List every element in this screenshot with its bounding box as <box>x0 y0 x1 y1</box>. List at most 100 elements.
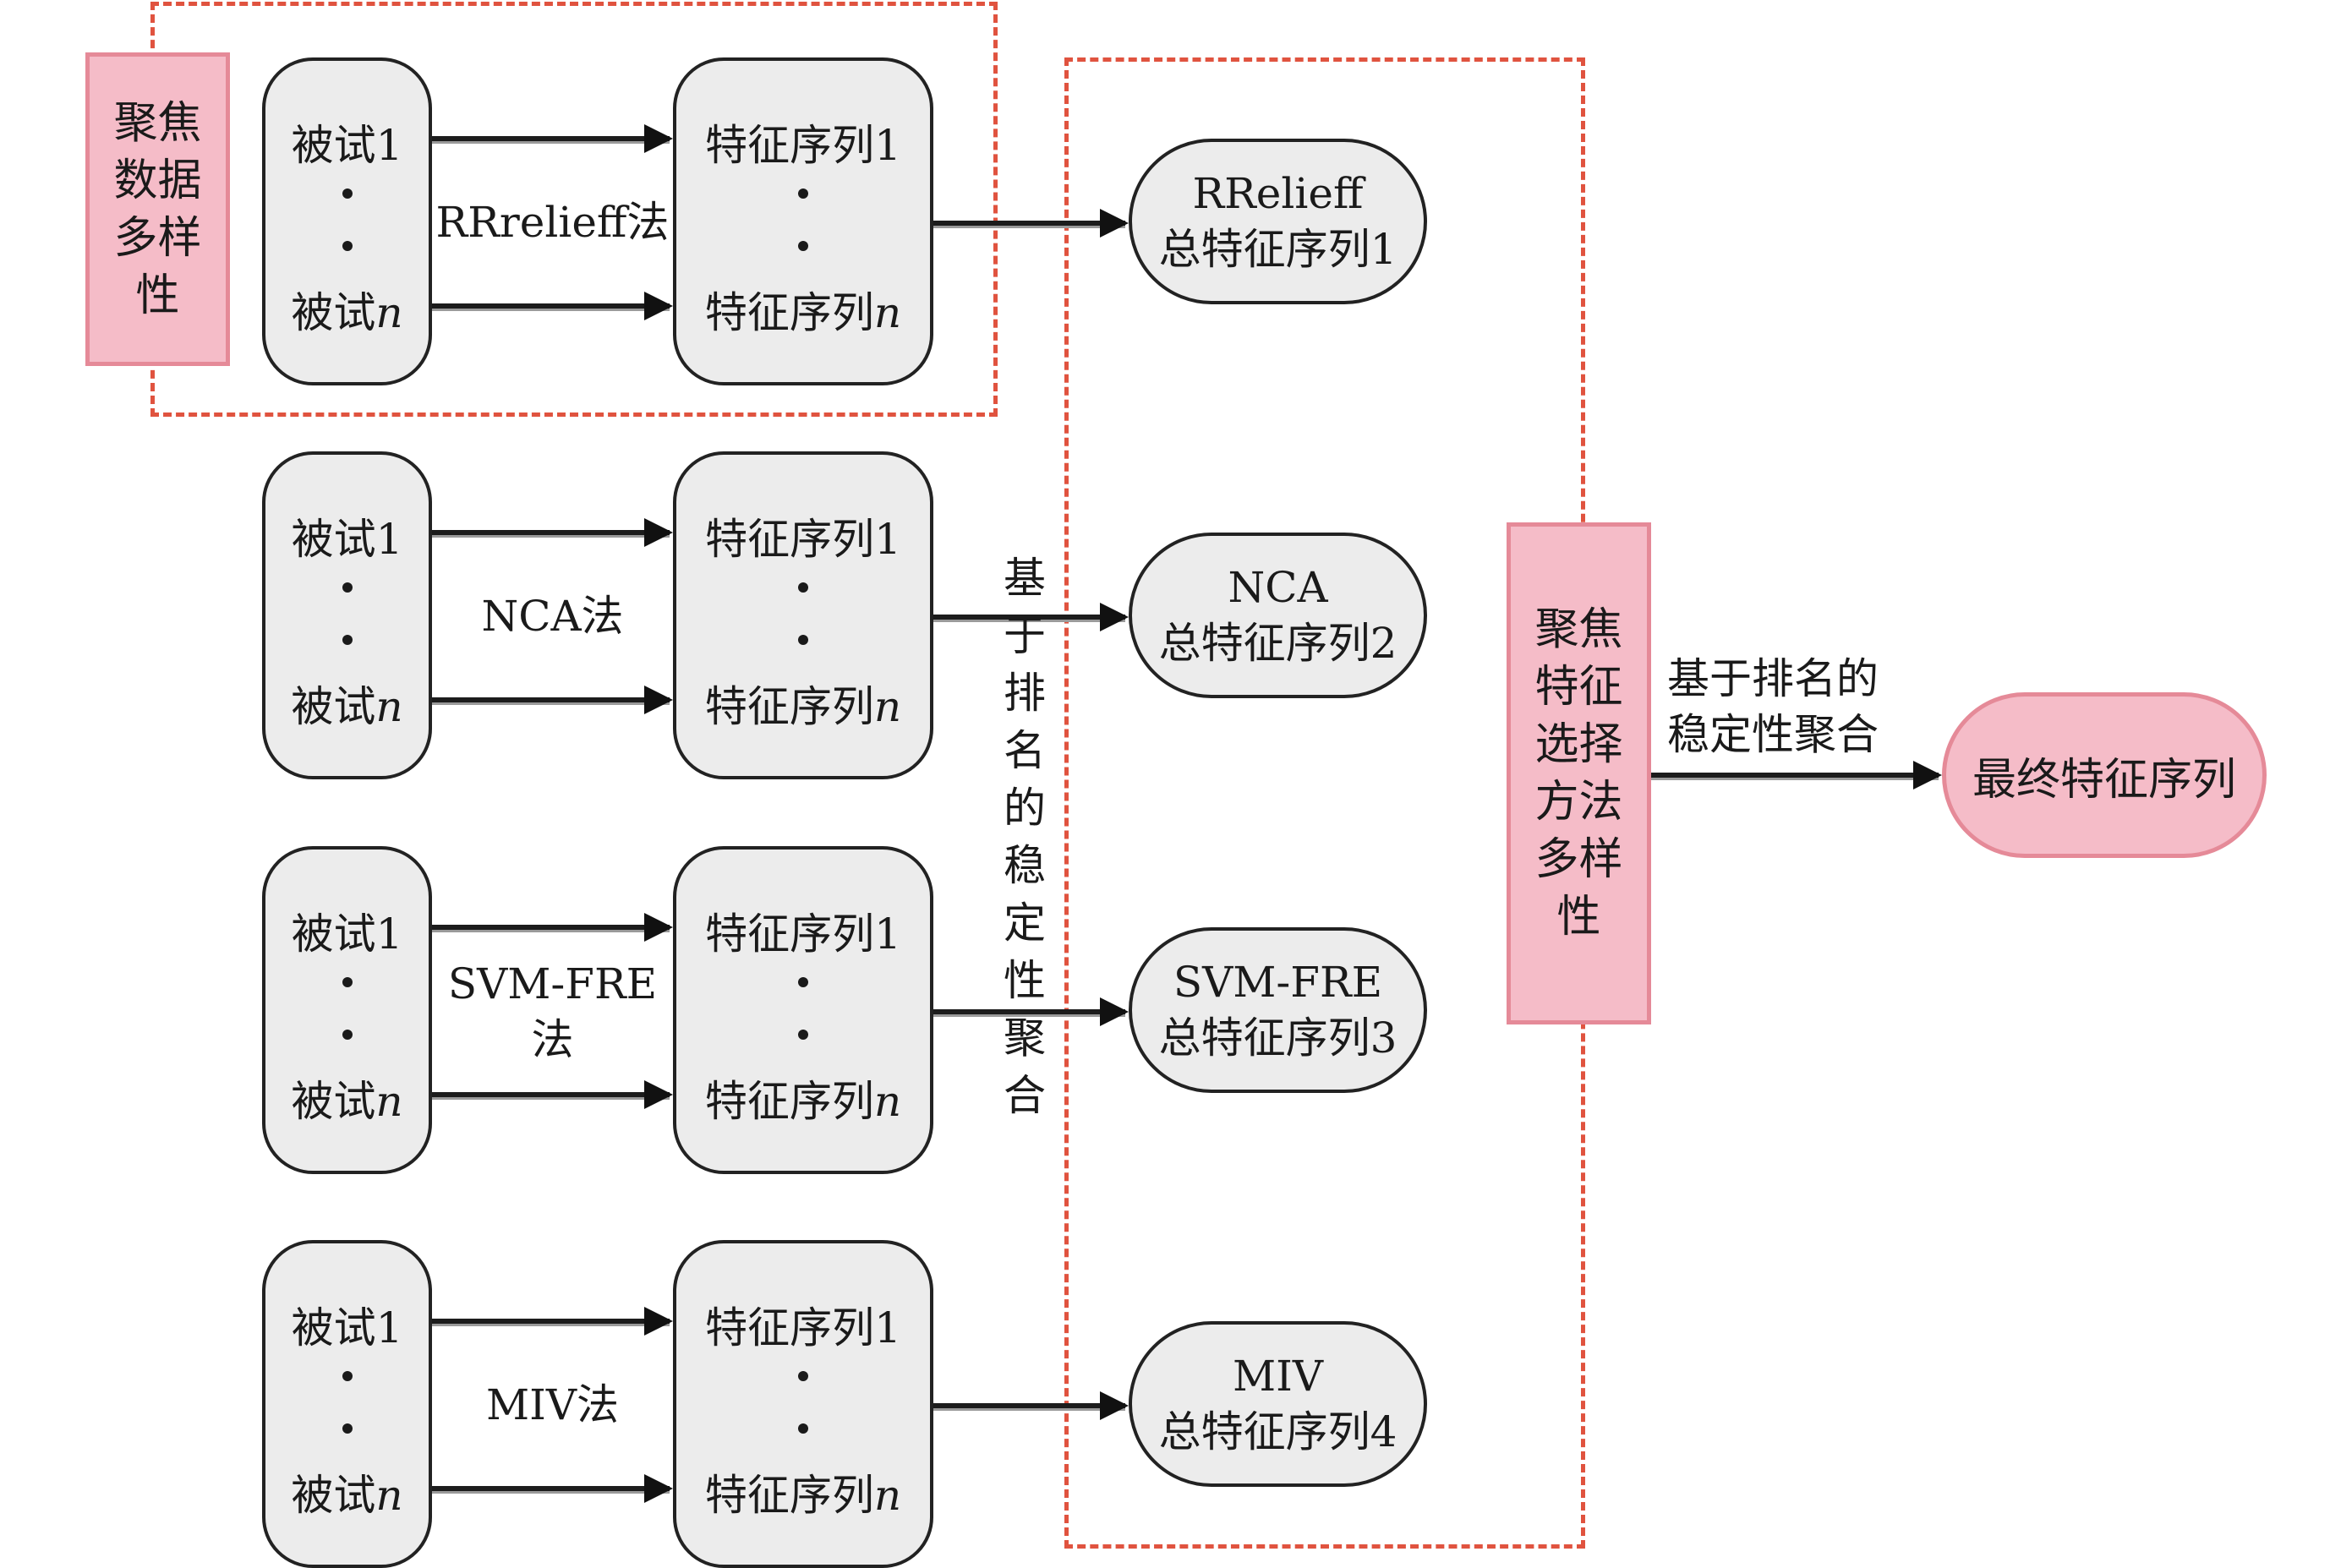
subject-to-feature-arrow <box>432 913 673 942</box>
vertical-char: 的 <box>1004 784 1046 833</box>
final-feature-sequence-node: 最终特征序列 <box>1942 692 2267 858</box>
method-label-line: RRrelieff法 <box>435 198 670 247</box>
method-label: RRrelieff法 <box>432 194 673 250</box>
vertical-char: 排 <box>1004 669 1046 718</box>
focus-line: 特征 <box>1534 662 1623 713</box>
method-label: NCA法 <box>432 588 673 644</box>
feature-sequences-box: 特征序列1 特征序列n <box>673 1240 933 1568</box>
ellipsis-dot <box>342 241 353 252</box>
subject-to-feature-arrow <box>432 686 673 714</box>
subject-first: 被试1 <box>291 1303 403 1352</box>
total-node-line: 总特征序列2 <box>1158 619 1397 668</box>
subject-to-feature-arrow <box>432 1474 673 1503</box>
subject-last: 被试n <box>291 682 403 731</box>
method-label: MIV法 <box>432 1377 673 1433</box>
feature-to-total-arrow <box>933 603 1129 631</box>
vertical-char: 聚 <box>1004 1013 1046 1063</box>
feature-last: 特征序列n <box>704 682 902 731</box>
total-feature-sequence-node: NCA 总特征序列2 <box>1129 533 1427 698</box>
vertical-char: 基 <box>1004 554 1046 603</box>
subject-to-feature-arrow <box>432 124 673 153</box>
ellipsis-dot <box>342 1371 353 1382</box>
final-node-label: 最终特征序列 <box>1972 754 2236 806</box>
feature-sequences-box: 特征序列1 特征序列n <box>673 57 933 385</box>
vertical-char: 性 <box>1004 956 1046 1005</box>
subjects-box: 被试1 被试n <box>262 57 432 385</box>
vertical-char: 名 <box>1004 726 1046 775</box>
ellipsis-dot <box>798 635 808 646</box>
feature-last: 特征序列n <box>704 288 902 337</box>
focus-data-diversity-box: 聚焦 数据 多样 性 <box>85 52 230 366</box>
subject-to-feature-arrow <box>432 1080 673 1109</box>
focus-line: 数据 <box>113 155 202 206</box>
vertical-char: 合 <box>1004 1071 1046 1120</box>
rank-aggregation-vertical-label: 基 于 排 名 的 稳 定 性 聚 合 <box>999 549 1050 1124</box>
subject-last: 被试n <box>291 1471 403 1520</box>
ellipsis-dot <box>342 188 353 199</box>
method-label-line: NCA法 <box>481 592 624 641</box>
total-node-line: SVM-FRE <box>1173 958 1383 1007</box>
ellipsis-dot <box>798 1423 808 1434</box>
ellipsis-dot <box>342 582 353 593</box>
ellipsis-dot <box>798 977 808 988</box>
final-aggregation-arrow <box>1651 761 1942 789</box>
subject-to-feature-arrow <box>432 1307 673 1336</box>
ellipsis-dot <box>342 635 353 646</box>
method-label-line: SVM-FRE <box>447 959 658 1008</box>
subject-first: 被试1 <box>291 515 403 564</box>
subject-to-feature-arrow <box>432 518 673 547</box>
feature-to-total-arrow <box>933 1391 1129 1420</box>
focus-line: 聚焦 <box>113 97 202 149</box>
feature-first: 特征序列1 <box>705 1303 901 1352</box>
focus-line: 选择 <box>1534 719 1623 770</box>
feature-first: 特征序列1 <box>705 910 901 959</box>
ellipsis-dot <box>342 977 353 988</box>
total-feature-sequence-node: MIV 总特征序列4 <box>1129 1321 1427 1487</box>
subject-to-feature-arrow <box>432 292 673 320</box>
focus-line: 方法 <box>1534 777 1623 828</box>
final-arrow-label: 基于排名的 稳定性聚合 <box>1667 651 1879 762</box>
ellipsis-dot <box>798 188 808 199</box>
ellipsis-dot <box>342 1423 353 1434</box>
feature-last: 特征序列n <box>704 1471 902 1520</box>
subject-first: 被试1 <box>291 910 403 959</box>
final-arrow-label-line: 稳定性聚合 <box>1667 710 1879 759</box>
feature-first: 特征序列1 <box>705 121 901 170</box>
subject-last: 被试n <box>291 288 403 337</box>
focus-line: 多样 <box>113 212 202 264</box>
feature-to-total-arrow <box>933 997 1129 1026</box>
subjects-box: 被试1 被试n <box>262 846 432 1174</box>
feature-last: 特征序列n <box>704 1077 902 1126</box>
feature-sequences-box: 特征序列1 特征序列n <box>673 451 933 779</box>
total-node-line: RRelieff <box>1192 169 1364 218</box>
total-node-line: 总特征序列1 <box>1158 225 1397 274</box>
vertical-char: 稳 <box>1004 841 1046 890</box>
subjects-box: 被试1 被试n <box>262 1240 432 1568</box>
ellipsis-dot <box>342 1030 353 1041</box>
total-node-line: 总特征序列4 <box>1158 1407 1397 1456</box>
focus-method-diversity-box: 聚焦 特征 选择 方法 多样 性 <box>1507 522 1651 1024</box>
subjects-box: 被试1 被试n <box>262 451 432 779</box>
ellipsis-dot <box>798 241 808 252</box>
final-arrow-label-line: 基于排名的 <box>1667 654 1879 703</box>
feature-sequences-box: 特征序列1 特征序列n <box>673 846 933 1174</box>
vertical-char: 于 <box>1004 611 1046 660</box>
total-feature-sequence-node: RRelieff 总特征序列1 <box>1129 139 1427 304</box>
total-node-line: NCA <box>1228 563 1328 612</box>
method-label-line: MIV法 <box>485 1380 620 1429</box>
focus-line: 性 <box>135 270 180 321</box>
focus-line: 多样 <box>1534 834 1623 885</box>
ellipsis-dot <box>798 582 808 593</box>
method-label-line: 法 <box>531 1015 574 1064</box>
ellipsis-dot <box>798 1371 808 1382</box>
focus-line: 聚焦 <box>1534 604 1623 655</box>
subject-first: 被试1 <box>291 121 403 170</box>
total-node-line: MIV <box>1232 1352 1324 1401</box>
feature-first: 特征序列1 <box>705 515 901 564</box>
ellipsis-dot <box>798 1030 808 1041</box>
subject-last: 被试n <box>291 1077 403 1126</box>
feature-to-total-arrow <box>933 209 1129 238</box>
method-label: SVM-FRE 法 <box>432 956 673 1068</box>
vertical-char: 定 <box>1004 899 1046 948</box>
